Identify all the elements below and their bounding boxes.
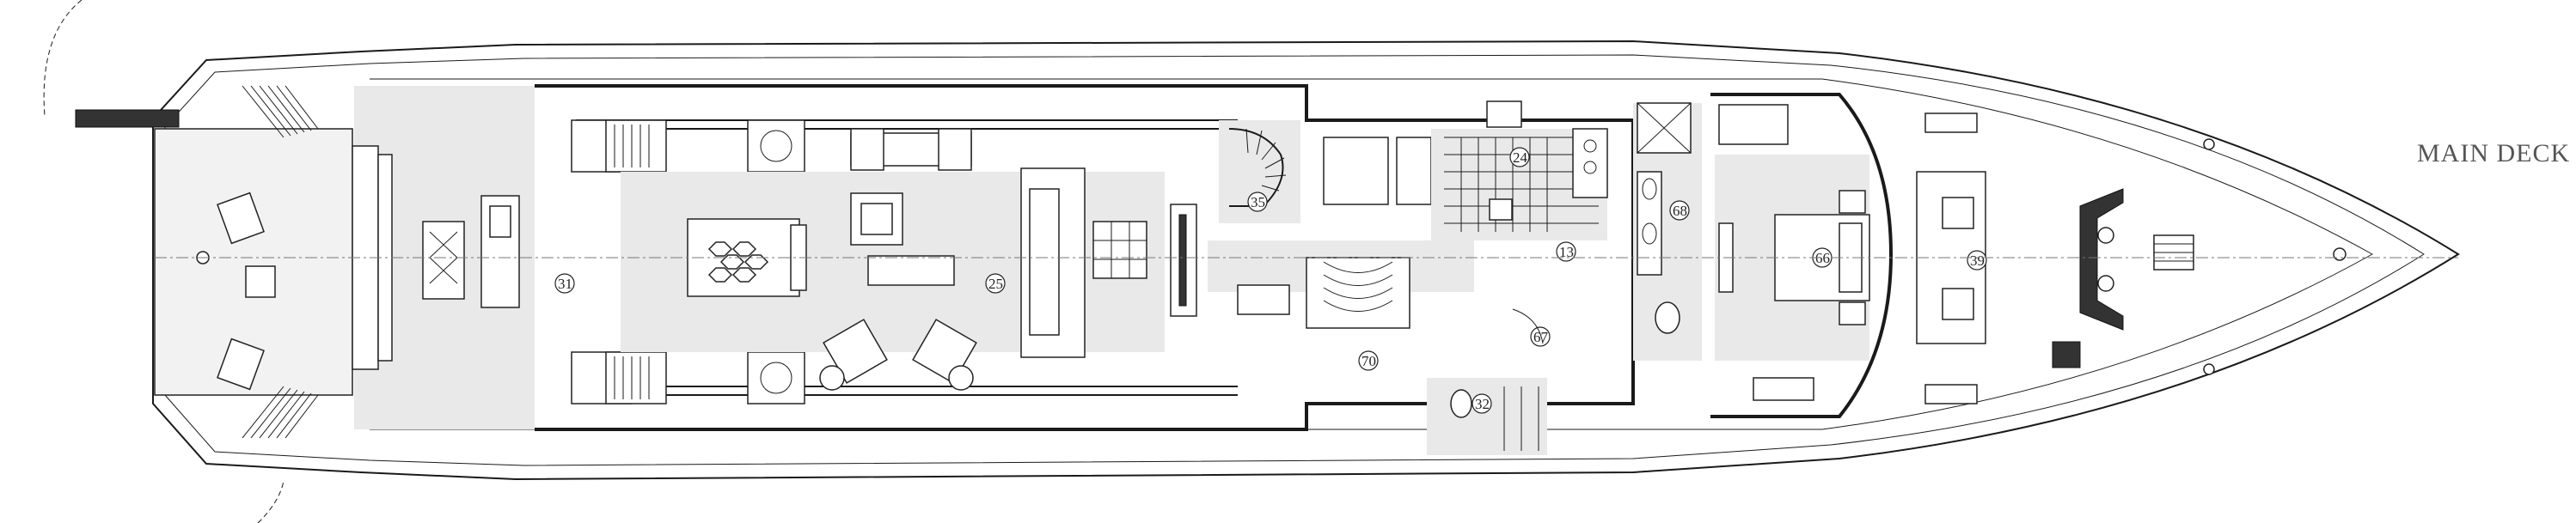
- hull-rail: [164, 54, 2425, 466]
- dining-tabletop-pattern: [707, 241, 769, 283]
- tv-screen: [1178, 214, 1187, 307]
- lounge-coffee-table: [867, 255, 955, 286]
- bedside-bottom: [1839, 301, 1866, 325]
- bath-wc: [1655, 301, 1680, 334]
- bath-shower-cross: [1637, 102, 1692, 154]
- pantry-bench: [1396, 137, 1432, 205]
- windlass-drum-a: [2097, 227, 2114, 244]
- foredeck-bench-top: [1924, 113, 1978, 133]
- bollard-port: [2203, 138, 2215, 150]
- port-stair-treads: [614, 125, 650, 167]
- galley-stool: [1489, 198, 1513, 221]
- tv-sofa-cushions: [1029, 188, 1060, 336]
- stbd-bar-unit: [747, 351, 805, 404]
- aft-swing-arc: [43, 0, 83, 117]
- bath-basin-b: [1642, 222, 1657, 245]
- room-number-13: 13: [1559, 244, 1574, 260]
- room-number-32: 32: [1475, 396, 1490, 412]
- bow-fairlead: [2333, 247, 2347, 261]
- tv-ottoman: [1092, 221, 1147, 279]
- master-stateroom-wall: [1710, 93, 1894, 418]
- day-head-wc: [1450, 389, 1472, 418]
- sunpad-stbd: [217, 338, 265, 391]
- spiral-stair-treads: [1245, 128, 1287, 192]
- aft-stairs-stbd: [242, 386, 319, 439]
- day-head-lockers: [1503, 386, 1539, 451]
- port-stair-box: [605, 119, 667, 173]
- burner-b: [1583, 161, 1597, 174]
- pantry: [1323, 137, 1389, 205]
- port-bar-unit: [747, 119, 805, 173]
- main-stair: [1306, 257, 1410, 329]
- aft-chair: [245, 265, 276, 298]
- lounge-armchair-a: [850, 128, 884, 171]
- master-wardrobe: [1718, 104, 1789, 145]
- foredeck-armchair-a: [1942, 197, 1974, 229]
- room-number-31: 31: [558, 276, 572, 292]
- door-swing: [1512, 308, 1544, 344]
- bedside-top: [1839, 190, 1866, 214]
- room-number-25: 25: [988, 276, 1003, 292]
- corridor-console: [1237, 284, 1290, 315]
- room-number-24: 24: [1513, 149, 1528, 166]
- lounge-armchair-b: [938, 128, 972, 171]
- aft-armchair-seat: [489, 205, 511, 238]
- sunpad-port: [217, 192, 265, 245]
- tv-ottoman-grid: [1093, 222, 1147, 278]
- aft-coffee-table: [422, 221, 465, 300]
- salon-glazing-stbd: [576, 386, 1238, 396]
- burner-a: [1583, 139, 1597, 153]
- aft-swing-arc-lower: [257, 480, 285, 523]
- spiral-stair: [1228, 128, 1284, 207]
- aft-stairs-port: [242, 85, 319, 138]
- main-stair-treads: [1323, 261, 1393, 312]
- room-number-35: 35: [1251, 194, 1265, 210]
- bath-basin-a: [1642, 178, 1657, 200]
- room-number-39: 39: [1970, 252, 1985, 269]
- master-lower-cabinet: [1753, 377, 1814, 401]
- day-head: [1427, 378, 1547, 455]
- lounge-chair-left: [823, 319, 888, 384]
- bollard-stbd: [2203, 363, 2215, 375]
- hull-outline: [152, 40, 2460, 481]
- windlass-drum-b: [2097, 275, 2114, 292]
- deck-side-band: [370, 78, 2374, 430]
- side-table-left: [819, 365, 845, 391]
- stbd-bar-basin: [760, 362, 792, 394]
- foredeck-bench-bottom: [1924, 384, 1978, 404]
- galley-cooktop: [1572, 128, 1608, 198]
- side-table-right: [948, 365, 974, 391]
- anchor-windlass: [2079, 188, 2124, 331]
- lounge-ottoman-inner: [860, 203, 893, 235]
- room-number-70: 70: [1361, 353, 1376, 369]
- deck-skylight: [2052, 341, 2081, 368]
- room-number-68: 68: [1673, 203, 1687, 219]
- stbd-stair-box: [605, 351, 667, 404]
- deck-title: MAIN DECK: [2417, 139, 2571, 167]
- foredeck-hatch-grid: [2154, 243, 2194, 262]
- stbd-stair-treads: [614, 356, 650, 399]
- room-number-66: 66: [1815, 250, 1830, 266]
- salon-glazing-port: [576, 119, 1238, 130]
- foredeck-armchair-b: [1942, 288, 1974, 320]
- galley-sink: [1486, 100, 1522, 128]
- port-bar-basin: [760, 130, 792, 162]
- gangway: [75, 109, 180, 128]
